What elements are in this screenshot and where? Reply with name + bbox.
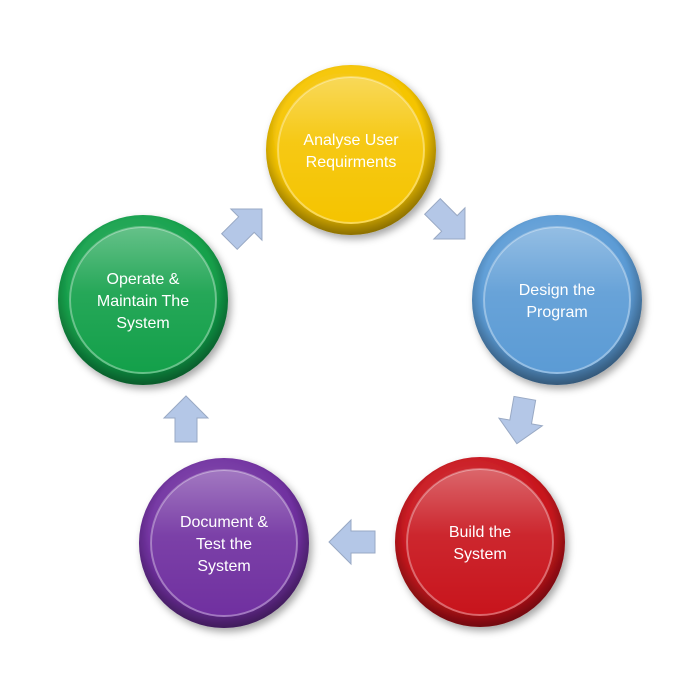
node-gloss [278,77,424,223]
node-gloss [407,469,553,615]
node-label-line: System [116,315,169,332]
node-label-line: Document & [180,514,268,531]
node-label-line: Maintain The [97,293,189,310]
flow-arrow-icon [497,395,544,445]
flow-arrow-icon [162,395,210,443]
node-label-line: Program [526,304,587,321]
arrows-layer [162,197,544,566]
node-label-line: Requirments [306,154,397,171]
node-gloss [151,470,297,616]
node-label-line: Design the [519,282,596,299]
node-label-line: System [453,546,506,563]
node-gloss [70,227,216,373]
node-label-line: System [197,558,250,575]
flow-arrow-shape [423,197,466,240]
node-label-line: Test the [196,536,252,553]
flow-arrow-icon [328,518,376,566]
node-label-line: Operate & [107,271,180,288]
flow-arrow-shape [220,208,263,251]
flow-arrow-shape [497,395,544,445]
flow-arrow-icon [220,208,263,251]
node-label-line: Build the [449,524,511,541]
flow-arrow-shape [328,518,376,566]
flow-arrow-icon [423,197,466,240]
flow-arrow-shape [162,395,210,443]
node-gloss [484,227,630,373]
node-label-line: Analyse User [303,132,399,149]
